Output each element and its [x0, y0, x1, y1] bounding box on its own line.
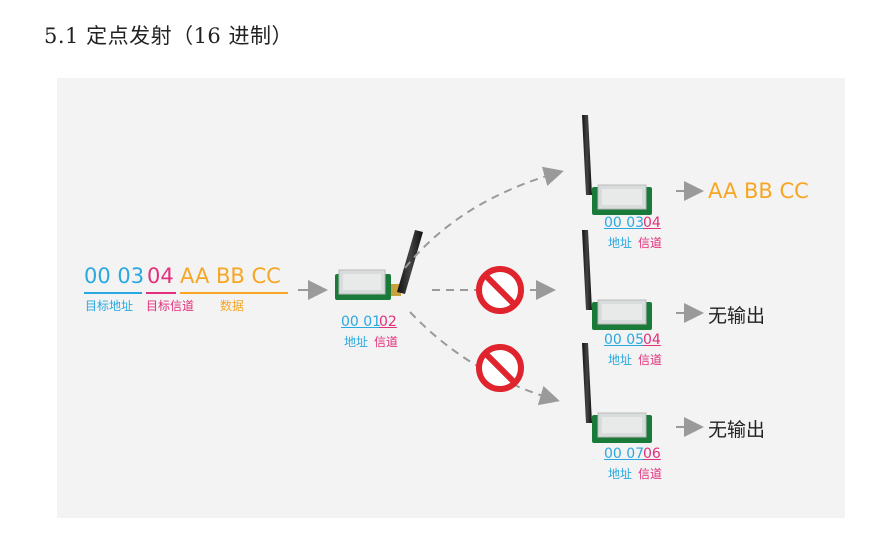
transmitter-address-label: 地址 [344, 335, 369, 349]
channel-underline [146, 292, 176, 294]
diagram-panel [57, 78, 845, 518]
sender-data-label: 数据 [220, 299, 245, 313]
receiver-3-output: 无输出 [708, 419, 766, 441]
receiver-2-channel: 04 [643, 332, 661, 348]
sender-address: 00 03 [84, 264, 145, 288]
receiver-1-address-label: 地址 [608, 236, 633, 250]
receiver-2-address-label: 地址 [608, 353, 633, 367]
transmitter-channel: 02 [379, 314, 397, 330]
receiver-3-address-label: 地址 [608, 467, 633, 481]
receiver-3-address: 00 07 [604, 446, 645, 462]
prohibited-icon [476, 266, 524, 314]
sender-address-label: 目标地址 [85, 299, 134, 313]
sender-data: AA BB CC [180, 264, 281, 288]
receiver-1-output: AA BB CC [708, 179, 809, 203]
wireless-module-icon [335, 230, 423, 300]
receiver-1-address: 00 03 [604, 215, 645, 231]
wireless-module-icon [582, 343, 652, 443]
data-underline [180, 292, 288, 294]
sender-channel: 04 [147, 264, 174, 288]
receiver-2-address: 00 05 [604, 332, 645, 348]
receiver-3-channel: 06 [643, 446, 661, 462]
transmitter-address: 00 01 [341, 314, 382, 330]
receiver-2-output: 无输出 [708, 305, 766, 327]
transmitter-channel-label: 信道 [374, 335, 399, 349]
path-to-receiver-1 [404, 166, 564, 269]
wireless-module-icon [582, 115, 652, 215]
section-heading: 5.1 定点发射（16 进制） [44, 24, 293, 48]
receiver-1-channel: 04 [643, 215, 661, 231]
prohibited-icon [476, 344, 524, 392]
receiver-1-channel-label: 信道 [638, 236, 663, 250]
address-underline [84, 292, 142, 294]
receiver-3-channel-label: 信道 [638, 467, 663, 481]
wireless-module-icon [582, 230, 652, 330]
receiver-2-channel-label: 信道 [638, 353, 663, 367]
sender-channel-label: 目标信道 [146, 299, 195, 313]
